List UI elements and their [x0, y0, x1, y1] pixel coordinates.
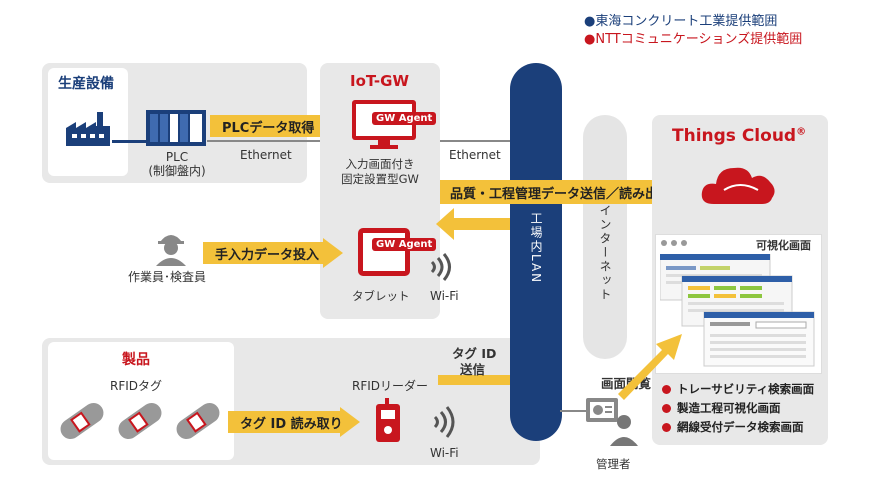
tag-read-arrow: タグ ID 読み取り: [228, 407, 360, 437]
manager-icon: [584, 396, 640, 446]
tag-read-arrow-label: タグ ID 読み取り: [228, 407, 343, 437]
gw-device-label: 入力画面付き 固定設置型GW: [334, 157, 426, 187]
factory-icon: [64, 110, 112, 148]
ethernet-left-label: Ethernet: [240, 148, 292, 162]
registered-mark: ®: [796, 126, 806, 137]
cloud-icon: [700, 160, 778, 206]
gw-agent-badge: GW Agent: [372, 112, 436, 125]
wifi-label-reader: Wi-Fi: [430, 446, 459, 460]
rfid-tagged-products: [54, 396, 230, 446]
rfid-reader-icon: [373, 398, 403, 444]
manager-label: 管理者: [596, 456, 631, 472]
ethernet-right-label: Ethernet: [449, 148, 501, 162]
wifi-icon: [431, 405, 455, 439]
cloud-item-label: 網線受付データ検索画面: [677, 420, 804, 434]
cloud-item-traceability: トレーサビリティ検索画面: [662, 381, 814, 397]
window-dot: [681, 240, 687, 246]
things-cloud-name: Things Cloud: [672, 126, 796, 146]
plc-label: PLC (制御盤内): [146, 150, 208, 178]
worker-label: 作業員･検査員: [128, 268, 206, 285]
quality-data-arrow-label: 品質・工程管理データ送信／読み出し: [440, 175, 671, 209]
factory-lan-label: 工場内LAN: [528, 212, 545, 284]
production-title: 生産設備: [58, 73, 114, 93]
ethernet-right-line: [440, 140, 512, 142]
tag-send-label-2: 送信: [460, 359, 485, 378]
bullet-dot: [662, 404, 671, 413]
window-dot: [661, 240, 667, 246]
tablet-gw-agent-badge: GW Agent: [372, 238, 436, 251]
manual-input-arrow-label: 手入力データ投入: [203, 238, 319, 268]
cloud-item-process: 製造工程可視化画面: [662, 400, 781, 416]
worker-icon: [152, 228, 190, 266]
rfid-reader-label: RFIDリーダー: [352, 377, 428, 394]
legend-red: ●NTTコミュニケーションズ提供範囲: [584, 28, 802, 47]
plc-icon: [146, 110, 206, 146]
tablet-icon: [356, 226, 412, 278]
window-dot: [671, 240, 677, 246]
cloud-item-search: 網線受付データ検索画面: [662, 419, 804, 435]
iotgw-title: IoT-GW: [350, 72, 409, 90]
visualization-title: 可視化画面: [756, 237, 811, 253]
connector-line: [112, 140, 146, 143]
plc-data-arrow-label: PLCデータ取得: [210, 111, 314, 141]
rfid-tag-label: RFIDタグ: [110, 377, 162, 394]
legend-blue: ●東海コンクリート工業提供範囲: [584, 10, 777, 29]
cloud-item-label: 製造工程可視化画面: [677, 401, 781, 415]
ethernet-left-line: [207, 140, 320, 142]
cloud-item-label: トレーサビリティ検索画面: [677, 382, 814, 396]
things-cloud-title: Things Cloud®: [672, 126, 806, 146]
screen-view-arrow: [618, 330, 684, 402]
bullet-dot: [662, 423, 671, 432]
manual-input-arrow: 手入力データ投入: [203, 238, 343, 268]
tablet-label: タブレット: [352, 288, 410, 304]
internet-label: インターネット: [597, 204, 614, 302]
product-title: 製品: [122, 349, 150, 369]
